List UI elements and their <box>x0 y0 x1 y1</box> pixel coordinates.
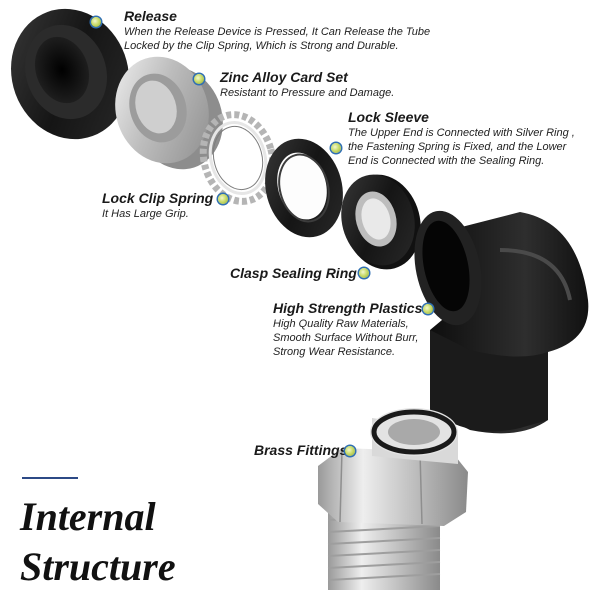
lock-sleeve-desc-line-1: The Upper End is Connected with Silver R… <box>348 127 575 139</box>
marker-dot-lock-sleeve <box>331 143 341 153</box>
heading-line-1: Internal <box>20 494 156 539</box>
lock-clip-spring <box>199 111 277 205</box>
marker-dot-lock-clip-spring <box>218 194 228 204</box>
lock-sleeve <box>265 138 343 238</box>
plastics-desc-line-1: High Quality Raw Materials, <box>273 318 409 330</box>
zinc-alloy-title: Zinc Alloy Card Set <box>220 69 348 85</box>
heading-accent-rule <box>22 477 78 479</box>
marker-dot-zinc-alloy <box>194 74 204 84</box>
zinc-alloy-ring <box>115 56 223 170</box>
lock-sleeve-desc-line-2: the Fastening Spring is Fixed, and the L… <box>348 141 567 153</box>
release-desc-line-2: Locked by the Clip Spring, Which is Stro… <box>124 40 399 52</box>
heading-line-2: Structure <box>20 544 176 589</box>
brass-fittings-title: Brass Fittings <box>254 442 348 458</box>
release-collar <box>11 8 129 140</box>
marker-dot-high-strength-plastics <box>423 304 433 314</box>
lock-clip-spring-title: Lock Clip Spring <box>102 190 214 206</box>
callout-high-strength-plastics: High Strength Plastics High Quality Raw … <box>273 300 473 359</box>
callout-brass-fittings: Brass Fittings <box>254 442 364 459</box>
marker-dot-brass-fittings <box>345 446 355 456</box>
elbow-body <box>414 210 589 434</box>
clasp-sealing-ring <box>341 174 421 270</box>
lock-sleeve-desc-line-3: End is Connected with the Sealing Ring. <box>348 155 545 167</box>
marker-dot-release <box>91 17 101 27</box>
lock-clip-spring-desc-line-1: It Has Large Grip. <box>102 208 189 220</box>
brass-fitting <box>318 408 468 590</box>
clasp-sealing-ring-title: Clasp Sealing Ring <box>230 265 357 281</box>
callout-clasp-sealing-ring: Clasp Sealing Ring <box>230 265 370 282</box>
release-desc-line-1: When the Release Device is Pressed, It C… <box>124 26 431 38</box>
plastics-desc-line-2: Smooth Surface Without Burr, <box>273 332 419 344</box>
internal-structure-heading: Internal Structure <box>20 492 176 592</box>
release-title: Release <box>124 8 177 24</box>
plastics-title: High Strength Plastics <box>273 300 423 316</box>
zinc-alloy-desc-line-1: Resistant to Pressure and Damage. <box>220 87 395 99</box>
callout-release: Release When the Release Device is Press… <box>124 8 484 53</box>
callout-lock-clip-spring: Lock Clip Spring It Has Large Grip. <box>102 190 242 221</box>
lock-sleeve-title: Lock Sleeve <box>348 109 429 125</box>
plastics-desc-line-3: Strong Wear Resistance. <box>273 346 396 358</box>
callout-lock-sleeve: Lock Sleeve The Upper End is Connected w… <box>348 109 596 168</box>
callout-zinc-alloy: Zinc Alloy Card Set Resistant to Pressur… <box>220 69 440 100</box>
marker-dot-clasp-sealing-ring <box>359 268 369 278</box>
